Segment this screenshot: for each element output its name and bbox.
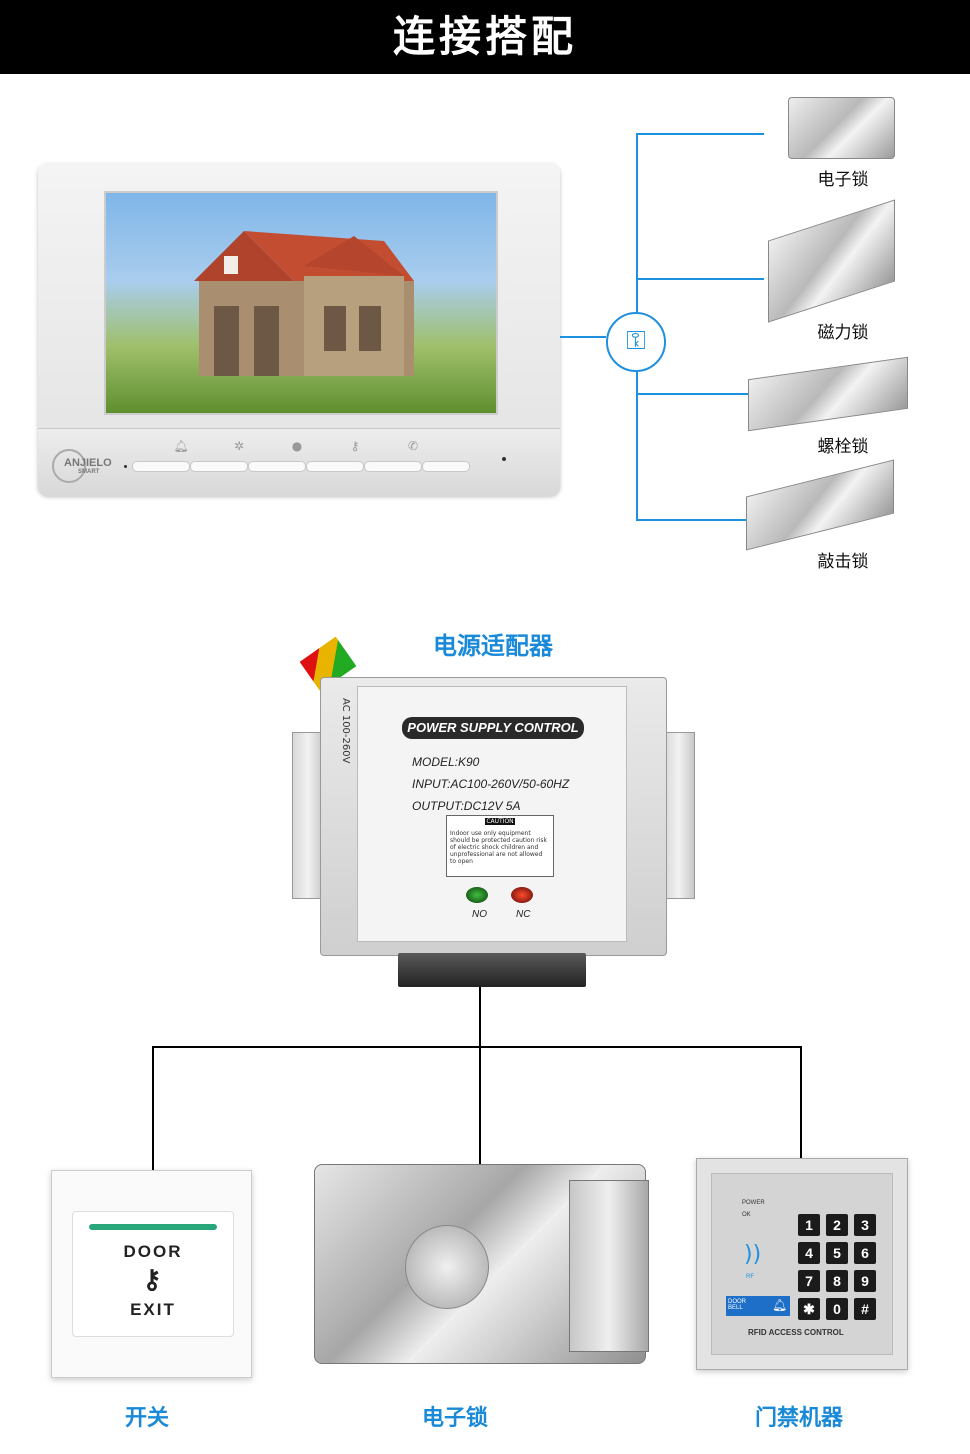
caution-title: CAUTION bbox=[485, 818, 515, 825]
bolt-lock-image bbox=[748, 356, 908, 432]
section-heading: 电源适配器 bbox=[433, 632, 553, 660]
monitor-screen bbox=[104, 191, 498, 415]
lock-option-label: 敲击锁 bbox=[817, 552, 869, 572]
led-nc-label: NC bbox=[516, 909, 531, 920]
led-nc bbox=[511, 887, 533, 903]
brand-logo bbox=[52, 449, 86, 483]
connector-line bbox=[479, 987, 481, 1169]
monitor-button-4[interactable] bbox=[306, 461, 364, 472]
monitor-button-2[interactable] bbox=[190, 461, 248, 472]
doorbell-button: DOOR BELL 🔔︎ bbox=[726, 1296, 790, 1316]
connector-line bbox=[560, 336, 606, 338]
lock-option-label: 螺栓锁 bbox=[817, 437, 869, 457]
led-no-label: NO bbox=[472, 909, 487, 920]
keypad-key: 6 bbox=[854, 1242, 876, 1264]
keypad-key: 0 bbox=[826, 1298, 848, 1320]
bell-icon: 🔔︎ bbox=[173, 439, 189, 453]
exit-button-device: DOOR ⚷ EXIT bbox=[51, 1170, 252, 1378]
magnetic-lock-image bbox=[768, 199, 895, 323]
video-intercom-monitor: ANJIELO SMART 🔔︎ ✲ ● ⚷ ✆ bbox=[38, 163, 560, 496]
lock-knob bbox=[405, 1225, 489, 1309]
keypad-key: # bbox=[854, 1298, 876, 1320]
side-text: AC 100-260V bbox=[340, 698, 351, 764]
keypad-key: 5 bbox=[826, 1242, 848, 1264]
keypad-key: 8 bbox=[826, 1270, 848, 1292]
brand-sub: SMART bbox=[78, 469, 100, 475]
monitor-button-6[interactable] bbox=[422, 461, 470, 472]
lock-option-label: 电子锁 bbox=[817, 170, 869, 190]
keypad-key: 2 bbox=[826, 1214, 848, 1236]
device-label: 电子锁 bbox=[421, 1406, 488, 1431]
keypad-key: ✱ bbox=[798, 1298, 820, 1320]
label-plate: POWER SUPPLY CONTROL MODEL:K90 INPUT:AC1… bbox=[357, 686, 627, 942]
monitor-button-1[interactable] bbox=[132, 461, 190, 472]
connector-line bbox=[152, 1046, 802, 1048]
phone-icon: ✆ bbox=[407, 439, 419, 453]
caution-box: CAUTION Indoor use only equipment should… bbox=[446, 815, 554, 877]
monitor-button-3[interactable] bbox=[248, 461, 306, 472]
model-text: MODEL:K90 bbox=[412, 755, 480, 769]
exit-indicator bbox=[89, 1224, 217, 1230]
connector-line bbox=[636, 519, 764, 521]
page-title: 连接搭配 bbox=[0, 0, 970, 74]
rf-label: RF bbox=[746, 1274, 754, 1280]
power-supply-unit: AC 100-260V POWER SUPPLY CONTROL MODEL:K… bbox=[320, 677, 667, 956]
caution-text: Indoor use only equipment should be prot… bbox=[450, 830, 548, 865]
electronic-lock-device bbox=[314, 1164, 649, 1364]
connector-line bbox=[152, 1046, 154, 1170]
terminal-block bbox=[398, 953, 586, 987]
connector-line bbox=[636, 368, 638, 521]
keypad-key: 1 bbox=[798, 1214, 820, 1236]
mic-dot bbox=[502, 457, 506, 461]
keypad-panel: POWER OK )) RF DOOR BELL 🔔︎ 1 2 3 4 5 6 … bbox=[711, 1173, 893, 1355]
connector-line bbox=[800, 1046, 802, 1158]
exit-top-text: DOOR bbox=[123, 1242, 183, 1261]
keypad-caption: RFID ACCESS CONTROL bbox=[748, 1328, 844, 1337]
access-control-keypad: POWER OK )) RF DOOR BELL 🔔︎ 1 2 3 4 5 6 … bbox=[696, 1158, 908, 1370]
settings-icon: ✲ bbox=[233, 439, 245, 453]
device-label: 开关 bbox=[124, 1406, 169, 1431]
input-text: INPUT:AC100-260V/50-60HZ bbox=[412, 777, 570, 791]
indicator-dot bbox=[124, 465, 127, 468]
ok-indicator-label: OK bbox=[742, 1212, 751, 1218]
power-indicator-label: POWER bbox=[742, 1200, 765, 1206]
product-title: POWER SUPPLY CONTROL bbox=[402, 717, 584, 739]
electronic-lock-image bbox=[788, 97, 895, 159]
bell-icon: 🔔︎ bbox=[772, 1298, 788, 1312]
keypad-key: 9 bbox=[854, 1270, 876, 1292]
connector-line bbox=[636, 133, 764, 135]
house-image bbox=[194, 231, 414, 376]
connector-line bbox=[636, 133, 638, 312]
output-text: OUTPUT:DC12V 5A bbox=[412, 799, 521, 813]
user-icon: ● bbox=[291, 439, 303, 453]
keypad-key: 3 bbox=[854, 1214, 876, 1236]
mounting-flange-right bbox=[663, 732, 695, 899]
brand-name: ANJIELO bbox=[64, 457, 112, 469]
connector-line bbox=[636, 278, 764, 280]
connector-line bbox=[636, 393, 764, 395]
monitor-control-bar: ANJIELO SMART 🔔︎ ✲ ● ⚷ ✆ bbox=[38, 428, 560, 496]
key-icon: ⚷ bbox=[142, 1264, 164, 1294]
strike-lock-image bbox=[746, 459, 894, 551]
led-no bbox=[466, 887, 488, 903]
key-icon: ⚿ bbox=[606, 312, 666, 372]
keypad-key: 7 bbox=[798, 1270, 820, 1292]
rfid-icon: )) bbox=[744, 1242, 762, 1267]
mounting-flange-left bbox=[292, 732, 324, 899]
device-label: 门禁机器 bbox=[754, 1406, 843, 1431]
key-icon: ⚷ bbox=[350, 439, 360, 453]
monitor-button-5[interactable] bbox=[364, 461, 422, 472]
exit-bottom-text: EXIT bbox=[130, 1300, 176, 1319]
lock-option-label: 磁力锁 bbox=[817, 323, 869, 343]
doorbell-label: DOOR BELL bbox=[728, 1299, 746, 1311]
lock-bolt bbox=[569, 1180, 649, 1352]
exit-button: DOOR ⚷ EXIT bbox=[72, 1211, 234, 1337]
keypad-key: 4 bbox=[798, 1242, 820, 1264]
